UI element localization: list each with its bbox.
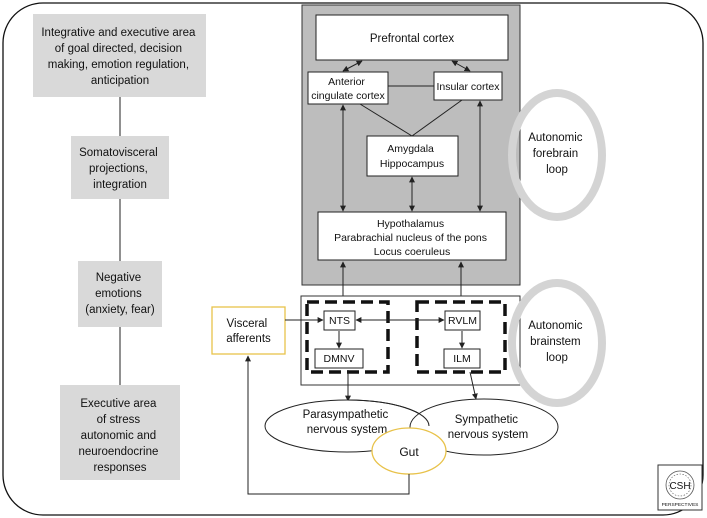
dmnv-box (314, 348, 364, 369)
somatovisceral-box (71, 136, 169, 199)
executive-goal-text: Integrative and executive area of goal d… (41, 27, 198, 87)
sympathetic-label: Sympathetic nervous system (448, 414, 529, 441)
insular-cortex-box (433, 71, 503, 101)
insular-cortex-label: Insular cortex (436, 81, 500, 93)
prefrontal-cortex-label: Prefrontal cortex (370, 33, 455, 45)
parasympathetic-ellipse-overlap (346, 399, 430, 427)
forebrain-loop-ring (508, 89, 606, 221)
link-insular-amygdala (411, 99, 463, 137)
nts-box (323, 310, 356, 331)
forebrain-panel: Prefrontal cortex Anterior cingulate cor… (301, 4, 521, 286)
anterior-cingulate-label: Anterior cingulate cortex (311, 76, 385, 102)
stress-response-text: Executive area of stress autonomic and n… (78, 398, 161, 474)
rvlm-label: RVLM (448, 315, 477, 327)
svg-text:CSH: CSH (669, 481, 690, 492)
arrow-ilm-sympathetic (469, 371, 478, 400)
sympathetic-ellipse (409, 398, 559, 456)
brainstem-loop-label: Autonomic brainstem loop (528, 320, 586, 364)
sympathetic-nuclei-group (415, 300, 507, 374)
executive-goal-box (33, 14, 206, 97)
arrow-gut-visceral-feedback (245, 355, 410, 495)
nts-label: NTS (329, 315, 350, 327)
rvlm-box (444, 310, 481, 331)
dmnv-label: DMNV (324, 353, 355, 365)
negative-emotions-text: Negative emotions (anxiety, fear) (85, 272, 155, 316)
ilm-label: ILM (453, 353, 471, 365)
somatovisceral-text: Somatovisceral projections, integration (79, 147, 161, 191)
amygdala-box (366, 135, 459, 177)
left-column: Integrative and executive area of goal d… (33, 14, 206, 480)
visceral-afferents-box (211, 306, 286, 355)
hypothalamus-label: Hypothalamus Parabrachial nucleus of the… (334, 218, 490, 258)
visceral-afferents-label: Visceral afferents (226, 318, 271, 345)
link-acc-amygdala (359, 103, 413, 137)
gut-label: Gut (399, 445, 419, 459)
anterior-cingulate-box (307, 71, 389, 105)
prefrontal-cortex-box (315, 14, 509, 61)
svg-text:PERSPECTIVES: PERSPECTIVES (662, 502, 699, 508)
hypothalamus-box (317, 211, 507, 261)
amygdala-label: Amygdala Hippocampus (380, 143, 444, 170)
arrow-prefrontal-insular (451, 60, 471, 72)
csh-perspectives-logo: CSH PERSPECTIVES (657, 464, 703, 511)
stress-response-box (60, 385, 180, 480)
forebrain-loop-label: Autonomic forebrain loop (528, 132, 586, 176)
brainstem-loop-ring (508, 279, 606, 407)
ilm-box (443, 348, 481, 369)
negative-emotions-box (78, 261, 162, 327)
parasympathetic-label: Parasympathetic nervous system (303, 409, 392, 436)
brainstem-panel: NTS RVLM DMNV ILM (300, 295, 521, 386)
arrow-prefrontal-acc (342, 60, 363, 72)
